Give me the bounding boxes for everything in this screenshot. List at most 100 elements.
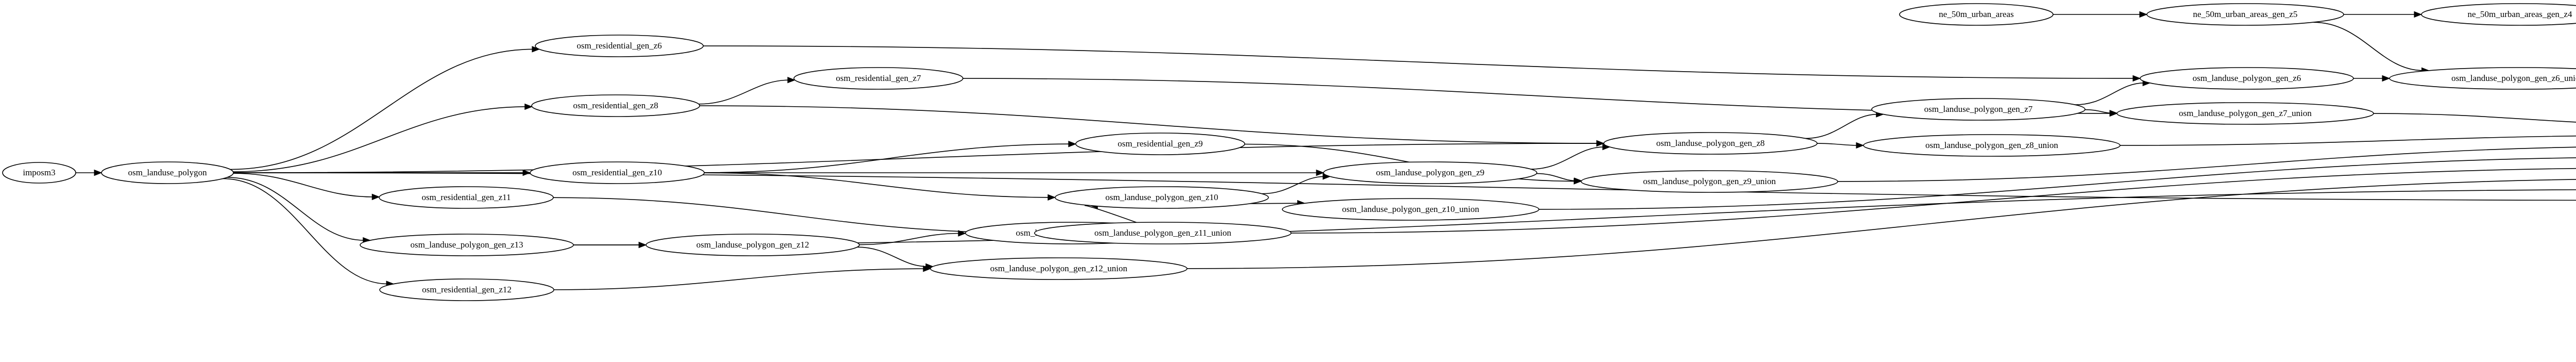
node-label: osm_landuse_polygon_gen_z12 bbox=[696, 240, 809, 250]
edge-osm_landuse_polygon_gen_z13--to--layer_landuse.z13 bbox=[573, 189, 2576, 245]
node-osm_landuse_polygon_gen_z12_union[interactable]: osm_landuse_polygon_gen_z12_union bbox=[930, 257, 1188, 280]
node-label: osm_landuse_polygon_gen_z12_union bbox=[990, 264, 1128, 273]
edge-osm_residential_gen_z11--to--osm_landuse_polygon_gen_z11_union bbox=[553, 197, 1029, 234]
edge-osm_landuse_polygon_gen_z8--to--osm_landuse_polygon_gen_z7 bbox=[1805, 113, 1878, 139]
node-ne_50m_urban_areas_gen_z4[interactable]: ne_50m_urban_areas_gen_z4 bbox=[2421, 3, 2576, 26]
node-osm_landuse_polygon_gen_z9_union[interactable]: osm_landuse_polygon_gen_z9_union bbox=[1581, 170, 1838, 193]
node-shape bbox=[2116, 102, 2374, 125]
node-label: osm_residential_gen_z8 bbox=[573, 101, 658, 110]
edge-osm_residential_gen_z8--to--osm_residential_gen_z7 bbox=[699, 79, 789, 105]
edge-arrowhead bbox=[1856, 142, 1865, 149]
node-osm_landuse_polygon_gen_z11_union[interactable]: osm_landuse_polygon_gen_z11_union bbox=[1034, 222, 1292, 244]
edge-osm_landuse_polygon_gen_z7_union--to--layer_landuse.z7 bbox=[2373, 113, 2576, 123]
node-label: osm_residential_gen_z9 bbox=[1117, 139, 1202, 149]
node-shape bbox=[530, 161, 705, 184]
edge-osm_landuse_polygon_gen_z10--to--osm_landuse_polygon_gen_z10_union bbox=[1249, 203, 1299, 204]
edge-osm_landuse_polygon_gen_z8_union--to--layer_landuse.z8 bbox=[2120, 135, 2576, 146]
edge-arrowhead bbox=[2139, 11, 2148, 18]
node-shape bbox=[2389, 67, 2576, 90]
edge-osm_landuse_polygon_gen_z9--to--osm_landuse_polygon_gen_z8 bbox=[1531, 146, 1604, 170]
node-shape bbox=[2146, 3, 2344, 26]
edge-arrowhead bbox=[2382, 75, 2391, 82]
edge-osm_landuse_polygon_gen_z7--to--osm_landuse_polygon_gen_z6 bbox=[2075, 83, 2145, 105]
node-shape bbox=[360, 234, 574, 256]
node-osm_landuse_polygon_gen_z10_union[interactable]: osm_landuse_polygon_gen_z10_union bbox=[1282, 198, 1539, 221]
edge-arrowhead bbox=[1316, 169, 1325, 176]
node-osm_residential_gen_z10[interactable]: osm_residential_gen_z10 bbox=[530, 161, 705, 184]
edge-arrowhead bbox=[958, 230, 967, 237]
node-shape bbox=[535, 35, 704, 57]
node-label: osm_landuse_polygon_gen_z9_union bbox=[1643, 176, 1776, 186]
edge-arrowhead bbox=[1574, 177, 1583, 184]
edge-osm_residential_gen_z10--to--osm_landuse_polygon_gen_z10 bbox=[704, 172, 1050, 198]
node-osm_residential_gen_z12[interactable]: osm_residential_gen_z12 bbox=[379, 278, 554, 301]
node-osm_residential_gen_z11[interactable]: osm_residential_gen_z11 bbox=[379, 186, 554, 209]
edge-osm_residential_gen_z6--to--osm_landuse_polygon_gen_z6 bbox=[703, 45, 2135, 79]
node-label: osm_residential_gen_z11 bbox=[421, 192, 511, 202]
edges-layer bbox=[76, 11, 2576, 290]
node-osm_landuse_polygon_gen_z7_union[interactable]: osm_landuse_polygon_gen_z7_union bbox=[2116, 102, 2374, 125]
edge-ne_50m_urban_areas_gen_z5--to--osm_landuse_polygon_gen_z6_union bbox=[2313, 22, 2424, 71]
node-label: osm_landuse_polygon_gen_z13 bbox=[410, 240, 523, 250]
edge-osm_landuse_polygon_gen_z11_union--to--layer_landuse.z11 bbox=[1291, 168, 2576, 234]
node-osm_landuse_polygon_gen_z9[interactable]: osm_landuse_polygon_gen_z9 bbox=[1323, 161, 1537, 184]
node-osm_landuse_polygon_gen_z7[interactable]: osm_landuse_polygon_gen_z7 bbox=[1871, 98, 2086, 121]
node-shape bbox=[2421, 3, 2576, 26]
node-label: osm_residential_gen_z10 bbox=[572, 168, 662, 177]
node-imposm3[interactable]: imposm3 bbox=[2, 162, 76, 184]
edge-arrowhead bbox=[371, 193, 380, 201]
edge-arrowhead bbox=[2414, 11, 2422, 18]
node-label: ne_50m_urban_areas_gen_z4 bbox=[2468, 9, 2572, 19]
node-label: osm_landuse_polygon_gen_z7_union bbox=[2179, 108, 2312, 118]
node-shape bbox=[2, 162, 76, 184]
node-label: osm_landuse_polygon_gen_z8_union bbox=[1925, 140, 2058, 150]
edge-osm_landuse_polygon_gen_z12--to--osm_landuse_polygon_gen_z12_union bbox=[857, 246, 927, 267]
node-shape bbox=[1871, 98, 2086, 121]
node-osm_residential_gen_z7[interactable]: osm_residential_gen_z7 bbox=[793, 67, 963, 90]
node-osm_landuse_polygon_gen_z6_union[interactable]: osm_landuse_polygon_gen_z6_union bbox=[2389, 67, 2576, 90]
node-label: imposm3 bbox=[23, 168, 55, 177]
node-label: osm_landuse_polygon_gen_z7 bbox=[1924, 104, 2033, 114]
node-osm_landuse_polygon_gen_z13[interactable]: osm_landuse_polygon_gen_z13 bbox=[360, 234, 574, 256]
node-shape bbox=[646, 234, 860, 256]
node-shape bbox=[1863, 134, 2121, 157]
node-label: osm_landuse_polygon bbox=[128, 168, 207, 177]
node-osm_landuse_polygon_gen_z8[interactable]: osm_landuse_polygon_gen_z8 bbox=[1603, 132, 1818, 155]
node-label: osm_landuse_polygon_gen_z10_union bbox=[1342, 204, 1480, 214]
edge-osm_residential_gen_z12--to--osm_landuse_polygon_gen_z12_union bbox=[553, 268, 925, 290]
node-osm_residential_gen_z8[interactable]: osm_residential_gen_z8 bbox=[531, 94, 700, 117]
node-label: osm_landuse_polygon_gen_z6 bbox=[2193, 73, 2301, 83]
node-osm_landuse_polygon_gen_z10[interactable]: osm_landuse_polygon_gen_z10 bbox=[1055, 186, 1269, 209]
node-shape bbox=[1034, 222, 1292, 244]
node-label: osm_residential_gen_z7 bbox=[836, 73, 921, 83]
node-osm_residential_gen_z9[interactable]: osm_residential_gen_z9 bbox=[1075, 133, 1245, 155]
node-osm_landuse_polygon[interactable]: osm_landuse_polygon bbox=[101, 161, 234, 184]
node-label: ne_50m_urban_areas_gen_z5 bbox=[2193, 9, 2298, 19]
node-shape bbox=[379, 186, 554, 209]
edge-arrowhead bbox=[1068, 141, 1077, 147]
edge-osm_landuse_polygon--to--osm_residential_gen_z11 bbox=[233, 173, 374, 198]
edge-osm_landuse_polygon--to--osm_residential_gen_z8 bbox=[233, 106, 527, 172]
node-osm_landuse_polygon_gen_z6[interactable]: osm_landuse_polygon_gen_z6 bbox=[2140, 67, 2354, 90]
edge-arrowhead bbox=[2109, 110, 2118, 117]
node-shape bbox=[101, 161, 234, 184]
edge-arrowhead bbox=[2132, 75, 2141, 82]
node-label: osm_residential_gen_z12 bbox=[422, 285, 512, 294]
node-shape bbox=[793, 67, 963, 90]
node-ne_50m_urban_areas_gen_z5[interactable]: ne_50m_urban_areas_gen_z5 bbox=[2146, 3, 2344, 26]
edge-osm_landuse_polygon_gen_z9_union--to--layer_landuse.z9 bbox=[1837, 146, 2576, 182]
node-shape bbox=[1603, 132, 1818, 155]
node-osm_landuse_polygon_gen_z8_union[interactable]: osm_landuse_polygon_gen_z8_union bbox=[1863, 134, 2121, 157]
node-osm_landuse_polygon_gen_z12[interactable]: osm_landuse_polygon_gen_z12 bbox=[646, 234, 860, 256]
node-shape bbox=[1055, 186, 1269, 209]
edge-osm_landuse_polygon--to--osm_residential_gen_z12 bbox=[223, 178, 388, 285]
node-ne_50m_urban_areas[interactable]: ne_50m_urban_areas bbox=[1899, 3, 2054, 26]
node-shape bbox=[1581, 170, 1838, 193]
edge-arrowhead bbox=[94, 169, 103, 176]
edge-arrowhead bbox=[925, 263, 934, 270]
node-shape bbox=[2140, 67, 2354, 90]
node-osm_residential_gen_z6[interactable]: osm_residential_gen_z6 bbox=[535, 35, 704, 57]
node-shape bbox=[379, 278, 554, 301]
